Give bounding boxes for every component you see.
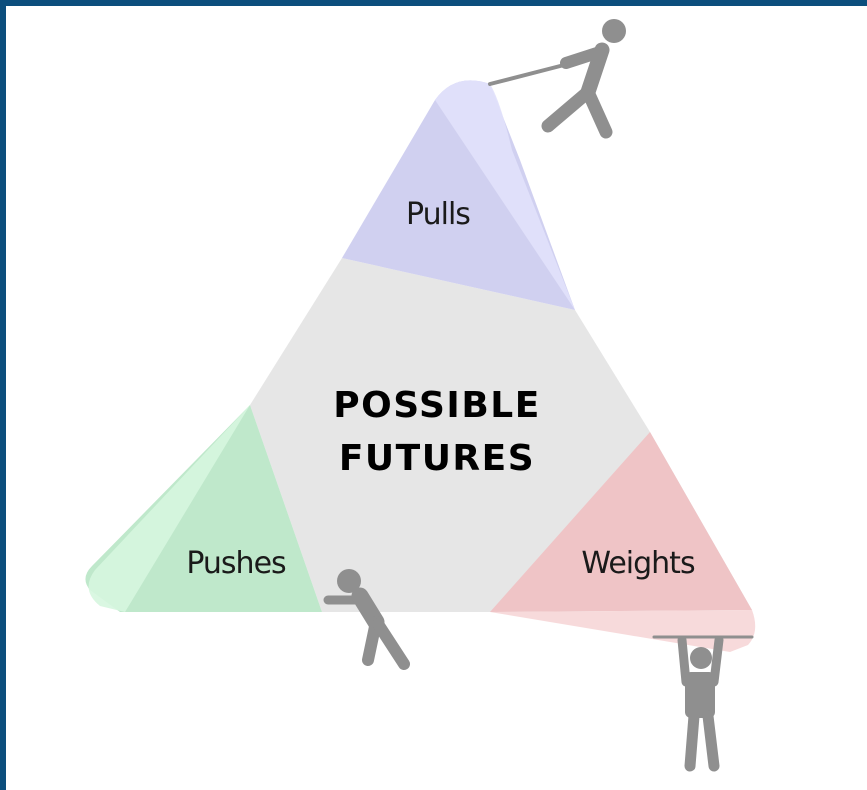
weights-label: Weights <box>581 546 695 581</box>
pulls-label: Pulls <box>406 197 470 232</box>
pulls-highlight <box>435 80 575 311</box>
pushes-highlight <box>88 405 250 612</box>
center-title-line2: FUTURES <box>339 438 535 479</box>
figure-hanging-icon <box>652 635 754 772</box>
pulls-region <box>342 80 575 311</box>
figure-pulling-icon <box>488 19 626 139</box>
figure-pushing-icon <box>323 569 410 670</box>
center-title-line1: POSSIBLE <box>333 385 541 426</box>
pushes-label: Pushes <box>186 546 286 581</box>
weights-tail <box>490 610 756 652</box>
weights-region <box>490 432 752 612</box>
